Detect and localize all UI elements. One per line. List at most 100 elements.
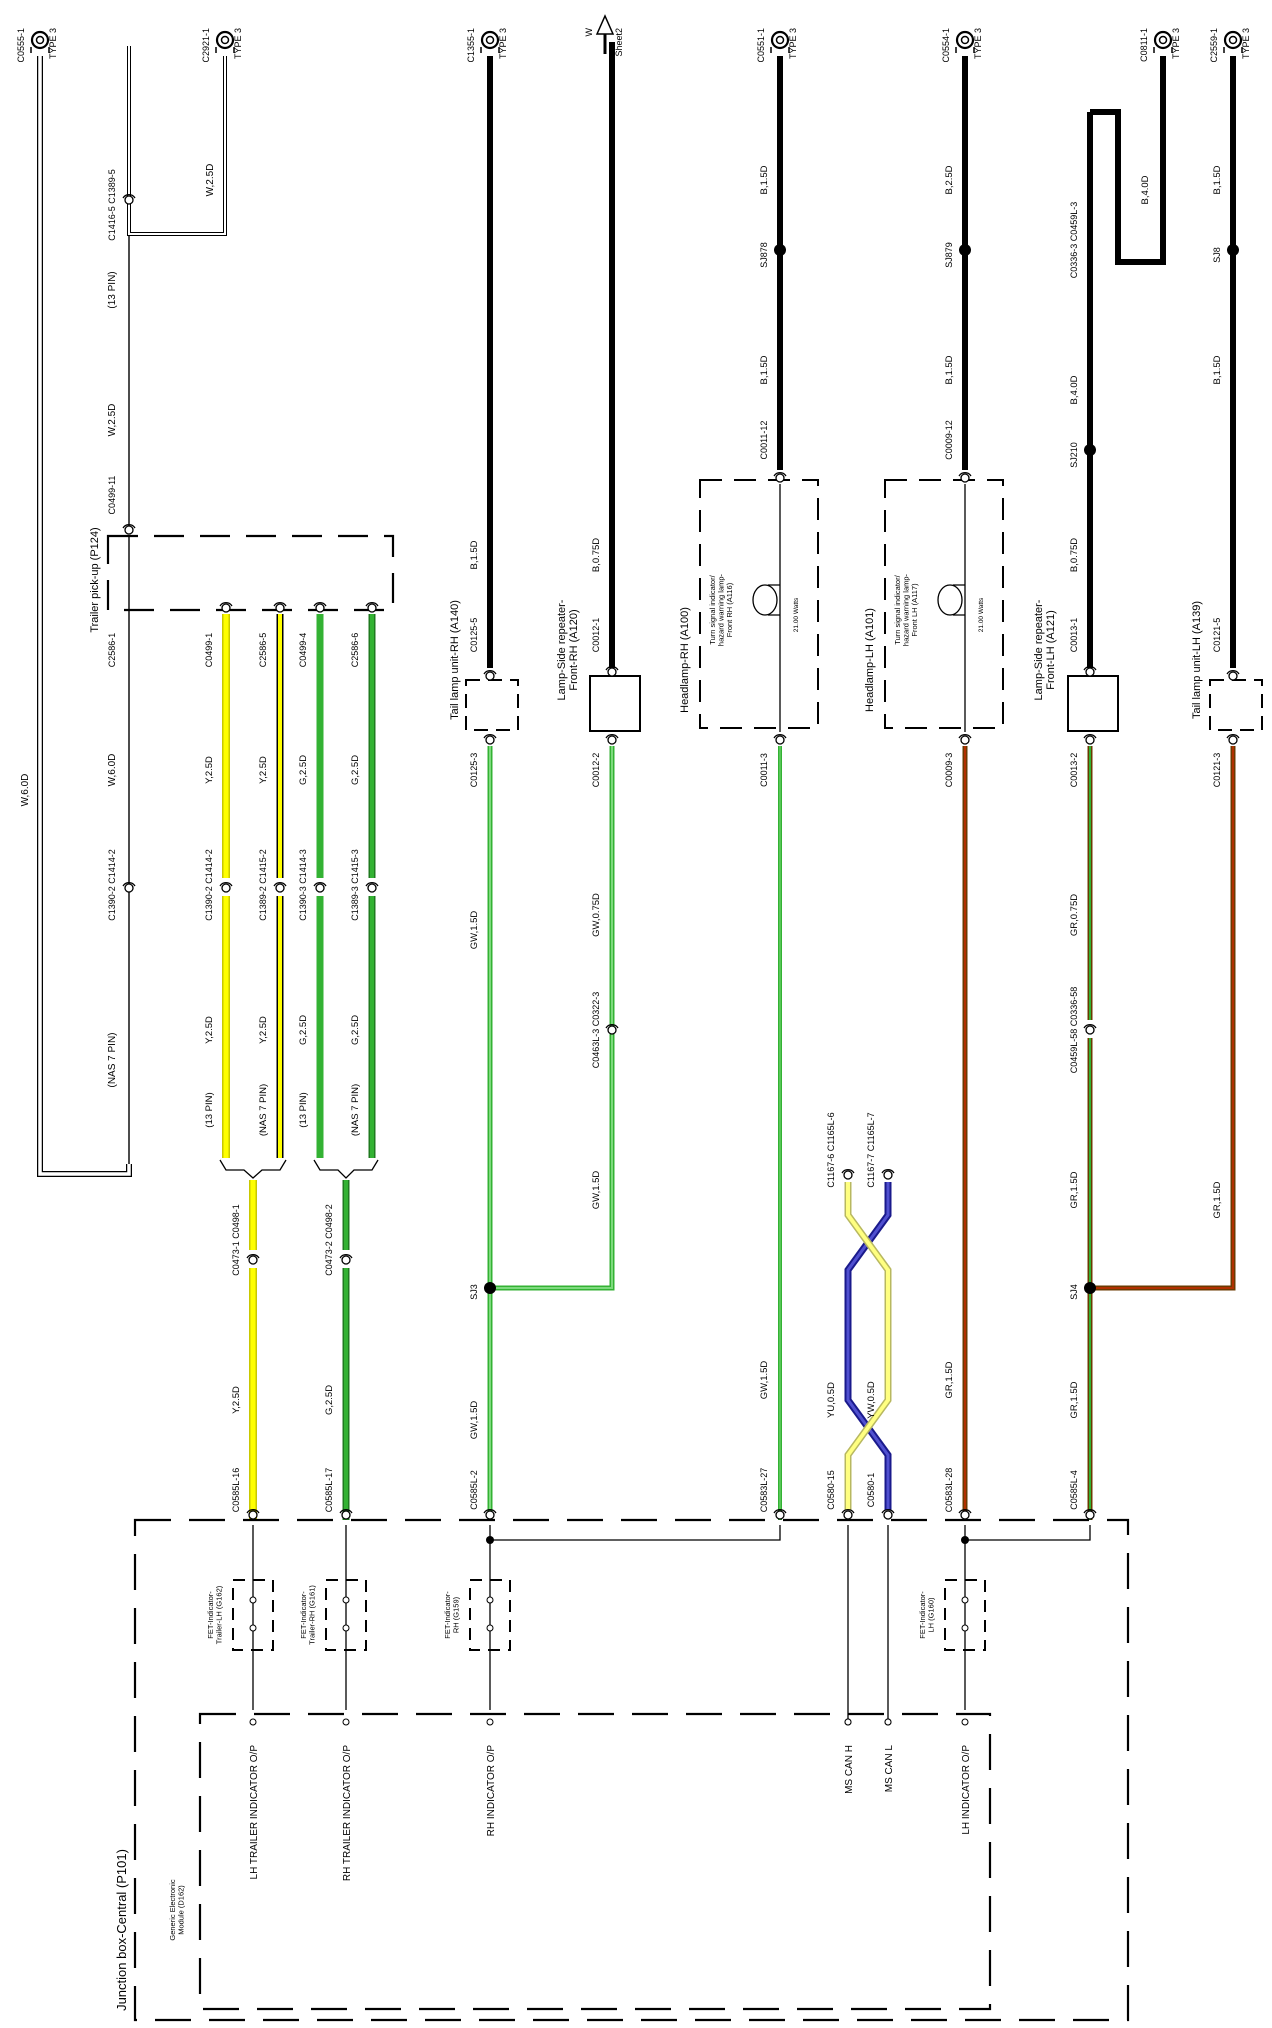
headlamp-lh-label: Headlamp-LH (A101) [864, 608, 876, 712]
sj878-node [774, 244, 786, 256]
ground-symbol-inner [960, 35, 970, 45]
headlamp-lh-frame [884, 479, 1004, 729]
c0125-3-label: C0125-3 [469, 753, 479, 788]
b15d-label: B,1.5D [944, 355, 955, 384]
ground-symbol-inner [220, 35, 230, 45]
gem-label-line: Generic Electronic [168, 1879, 177, 1941]
c0009-12-pin-arc [958, 472, 972, 477]
c0499-11-connector [124, 525, 134, 535]
c0121-3-pin [1228, 735, 1238, 745]
c0585l-2-pin-arc [483, 1509, 497, 1514]
turn-rh-label-line: hazard warning lamp- [717, 573, 726, 646]
sj879-label: SJ879 [944, 242, 954, 268]
output-terminal [961, 1718, 969, 1726]
fet-rh-label-line: RH (G159) [452, 1596, 461, 1633]
output-terminal [844, 1718, 852, 1726]
c2586-1-label: C2586-1 [107, 633, 117, 668]
output-label-ms_can_l: MS CAN L [884, 1745, 895, 1793]
ground-name: C2921-1 [201, 28, 211, 63]
c0585l-4-pin [1085, 1510, 1095, 1520]
c0583l-28-label: C0583L-28 [944, 1468, 954, 1513]
sj878-label: SJ878 [759, 242, 769, 268]
trailer-fet-frame [325, 1579, 367, 1651]
c0011-3-label: C0011-3 [759, 753, 769, 787]
trailer-pin-top-arc [219, 602, 233, 607]
c0013-2-pin-arc [1083, 734, 1097, 739]
c0012-1-pin [607, 667, 617, 677]
trailer-mid-conn-label: C1389-3 C1415-3 [350, 849, 360, 921]
sj3-label: SJ3 [469, 1284, 479, 1300]
turn-lh-label: Turn signal indicator/hazard warning lam… [893, 573, 919, 646]
b15c-label: B,1.5D [759, 355, 770, 384]
sj8-label: SJ8 [1212, 247, 1222, 263]
lh-fet-cross [965, 1525, 1091, 1541]
ground-type: TYPE 3 [498, 28, 508, 59]
c1390-2a-label: C1390-2 C1414-2 [107, 849, 117, 921]
side-repeater-rh-label-line: Lamp-Side repeater- [556, 599, 568, 700]
c1390-2-connector-arc [122, 882, 136, 887]
c0009-3-pin-arc [958, 734, 972, 739]
fet-rh-label-line: FET-Indicator- [443, 1591, 452, 1639]
w25b-label: W,2.5D [107, 404, 118, 437]
fet-rh-frame [469, 1579, 511, 1651]
c0580-1-label: C0580-1 [866, 1473, 876, 1508]
trailer-fet-label: FET-Indicator-Trailer-RH (G161) [299, 1585, 317, 1645]
ground-symbol-inner [1228, 35, 1238, 45]
trailer-pin-top [315, 603, 325, 613]
trailer-fet-pin-arc [246, 1509, 260, 1514]
c0009-12-label: C0009-12 [944, 420, 954, 460]
c0473-1-connector-arc [246, 1254, 260, 1259]
c0459l-58-connector-arc [1083, 1024, 1097, 1029]
c0583l-27-pin-arc [773, 1509, 787, 1514]
c1167-7-connector [883, 1170, 893, 1180]
gw075-label: GW,0.75D [591, 893, 602, 937]
c0583l-28-pin [960, 1510, 970, 1520]
c0009-3-label: C0009-3 [944, 753, 954, 788]
tail-lamp-lh-frame [1209, 679, 1263, 731]
c0125-3-pin [485, 735, 495, 745]
turn-rh-label-line: Front RH (A116) [725, 582, 734, 637]
c0125-5-label: C0125-5 [469, 618, 479, 653]
c0463l-3-connector [607, 1025, 617, 1035]
c0585l-2-label: C0585L-2 [469, 1470, 479, 1510]
fet-rh-contact [486, 1624, 494, 1632]
c0585l-4-pin-arc [1083, 1509, 1097, 1514]
gw-branch-siderep-rh-stripe [490, 746, 613, 1289]
c0011-12-label: C0011-12 [759, 421, 769, 460]
junction-box-label: Junction box-Central (P101) [114, 1849, 129, 2011]
trailer-fet-pin [341, 1510, 351, 1520]
junction-box-frame [133, 1518, 1130, 2022]
ground-type: TYPE 3 [1171, 28, 1181, 59]
fet-lh-label: FET-Indicator-LH (G160) [918, 1591, 936, 1639]
c0585l-16-label: C0585L-16 [231, 1468, 241, 1513]
output-terminal [486, 1718, 494, 1726]
gr15d-wire-stripe [1090, 746, 1234, 1289]
trailer-pin-mid [367, 883, 377, 893]
c0585l-2-pin [485, 1510, 495, 1520]
trailer-pin-mid-arc [365, 882, 379, 887]
gr15d-label: GR,1.5D [1212, 1181, 1223, 1218]
c1167-6-label: C1167-6 C1165L-6 [826, 1112, 836, 1187]
output-terminal [249, 1718, 257, 1726]
c0125-5-pin-arc [483, 670, 497, 675]
c0011-12-pin [775, 473, 785, 483]
tail-lamp-lh-label: Tail lamp unit-LH (A139) [1191, 601, 1203, 719]
c0580-1-pin [883, 1510, 893, 1520]
side-repeater-rh-label-line: Front-RH (A120) [568, 609, 580, 690]
w25-label: W,2.5D [205, 164, 216, 197]
c1167-7-connector-arc [881, 1169, 895, 1174]
trailer-mid-conn-label: C1390-3 C1414-3 [298, 849, 308, 921]
ground-symbol-inner [775, 35, 785, 45]
can-h-wire-stripe [846, 1182, 890, 1510]
trailer-fet-label-line: FET-Indicator- [206, 1591, 215, 1639]
trailer-fet-pin [248, 1510, 258, 1520]
ground-name: C0554-1 [941, 28, 951, 63]
trailer-pin-tag-label: (13 PIN) [298, 1092, 309, 1127]
bulb-rh-leads [768, 584, 780, 616]
headlamp-lh-label-line: Headlamp-LH (A101) [864, 608, 876, 712]
trailer-top-conn-label: C2586-5 [258, 633, 268, 668]
side-repeater-rh-box [589, 675, 641, 732]
w-trailer-wire-core [38, 56, 131, 1176]
trailer-top-conn-label: C0499-1 [204, 633, 214, 668]
fet-rh-contact [486, 1596, 494, 1604]
